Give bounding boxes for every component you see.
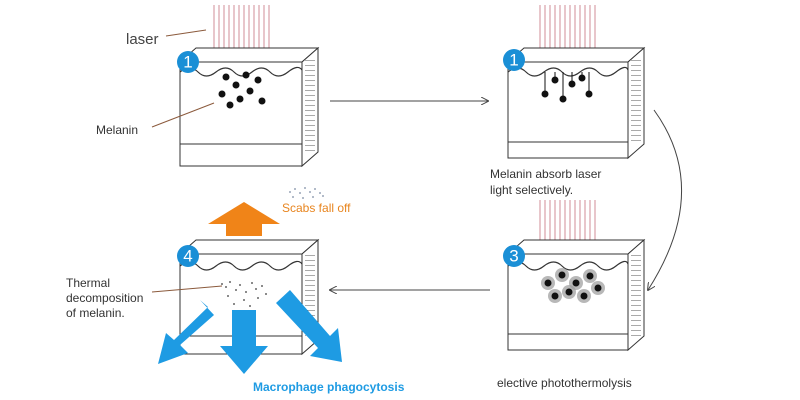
elective-label: elective photothermolysis	[497, 376, 632, 390]
step-number: 1	[509, 51, 518, 70]
thermal-caption-line2: decomposition	[66, 291, 144, 305]
step-number: 3	[509, 247, 518, 266]
macrophage-arrows	[158, 290, 342, 374]
skin-block-step2: 1	[503, 5, 646, 160]
flow-arrow-right	[648, 109, 683, 290]
step-badge	[503, 49, 525, 71]
macrophage-label: Macrophage phagocytosis	[253, 380, 405, 394]
absorb-caption-line2: light selectively.	[490, 183, 574, 197]
melanin-granules	[218, 71, 266, 109]
skin-block-step1: 1	[151, 5, 320, 168]
step-badge	[177, 51, 199, 73]
absorb-caption-line1: Melanin absorb laser	[490, 167, 602, 181]
thermal-caption: Thermal decomposition of melanin.	[66, 276, 176, 321]
heated-melanin	[541, 268, 605, 303]
step-badge	[177, 245, 199, 267]
step-number: 1	[183, 53, 192, 72]
thermal-caption-line1: Thermal	[66, 276, 111, 290]
step-badge	[503, 245, 525, 267]
skin-block-step3: 3	[503, 200, 646, 352]
step-number: 4	[183, 247, 192, 266]
scabs-label: Scabs fall off	[282, 201, 351, 215]
laser-label: laser	[126, 31, 159, 48]
skin-block-step4: 4	[151, 187, 324, 356]
melanin-granules	[541, 72, 593, 103]
absorb-caption: Melanin absorb laser light selectively.	[490, 166, 640, 198]
decomposed-particles	[221, 281, 267, 307]
scab-particles	[289, 187, 324, 199]
melanin-label: Melanin	[96, 123, 139, 137]
scabs-up-arrow	[208, 202, 280, 236]
thermal-caption-line3: of melanin.	[66, 306, 125, 320]
